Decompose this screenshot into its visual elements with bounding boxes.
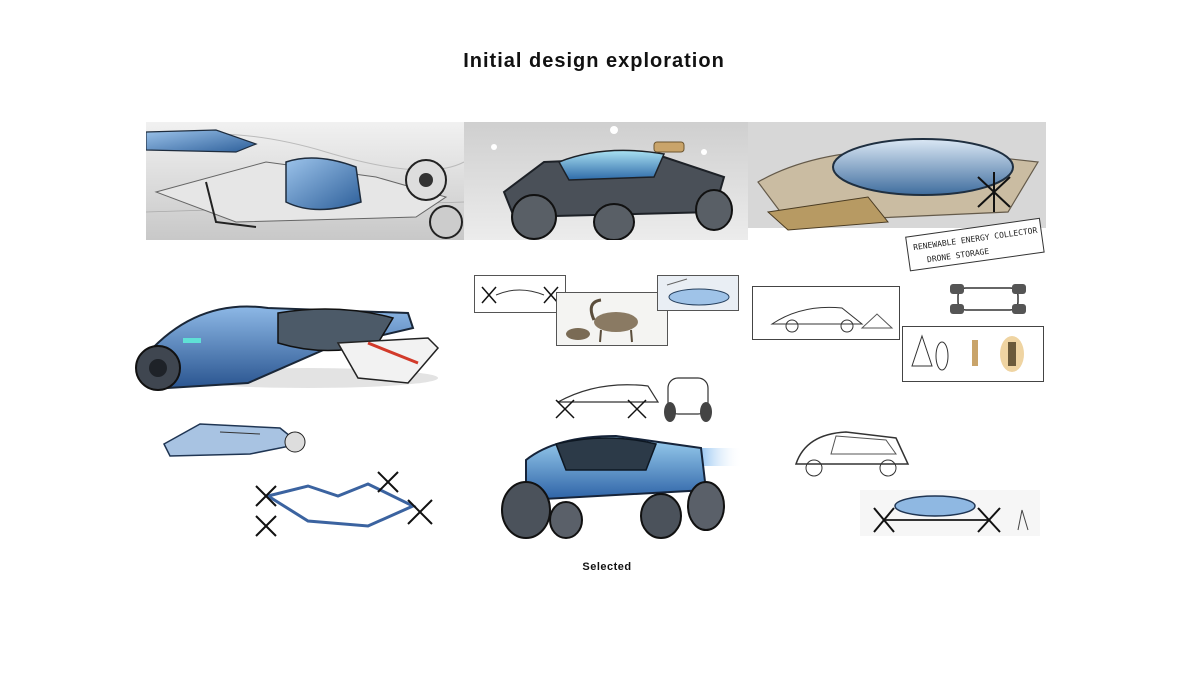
sketch-small-blue-racer — [160, 414, 310, 466]
selected-caption: Selected — [582, 561, 632, 573]
sketch-blue-racer-large — [128, 288, 448, 400]
top-sketch-middle-offroader — [464, 122, 748, 240]
top-sketch-left-racer — [146, 122, 464, 240]
sketch-topview-buggy — [948, 280, 1032, 318]
top-sketch-right-hover-pod: RENEWABLE ENERGY COLLECTOR DRONE STORAGE — [748, 122, 1046, 272]
thumb-skeleton-drone — [474, 275, 566, 313]
page-title: Initial design exploration — [463, 50, 725, 72]
sketch-side-and-front-rover — [548, 372, 720, 424]
sketch-skeleton-chassis — [248, 466, 438, 542]
sketch-outline-van — [786, 424, 914, 480]
sketch-pod-on-skeleton — [860, 486, 1040, 538]
thumb-ibex-reference — [556, 292, 668, 346]
sketch-drone-storage-box — [902, 326, 1044, 382]
sketch-selected-blue-rover — [496, 430, 742, 542]
thumb-blue-pod — [657, 275, 739, 311]
sketch-profile-rover-box — [752, 286, 900, 340]
